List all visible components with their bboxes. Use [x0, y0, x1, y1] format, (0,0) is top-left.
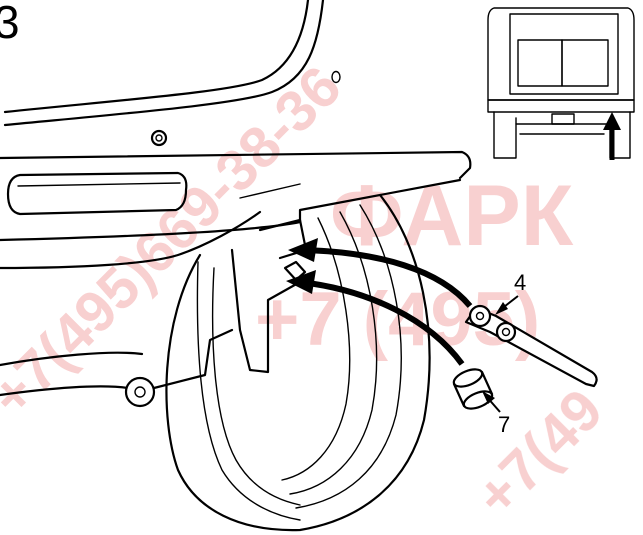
sleeve-tool	[452, 368, 494, 410]
vehicle-rear-body	[0, 0, 472, 270]
watermark-phone-diagonal: +7(495)669-38-36	[0, 54, 354, 429]
callout-4-arrow	[495, 295, 519, 315]
callout-7-label: 7	[498, 412, 510, 437]
inset-vehicle-rear-view	[484, 2, 639, 164]
callout-4-label: 4	[514, 270, 526, 295]
wrench-tool	[464, 304, 598, 388]
step-number: 3	[0, 0, 20, 48]
watermark-brand: ФАРК	[330, 168, 574, 264]
installation-arrows	[286, 238, 473, 366]
callout-7-arrow	[482, 391, 501, 413]
rear-suspension	[0, 218, 308, 408]
